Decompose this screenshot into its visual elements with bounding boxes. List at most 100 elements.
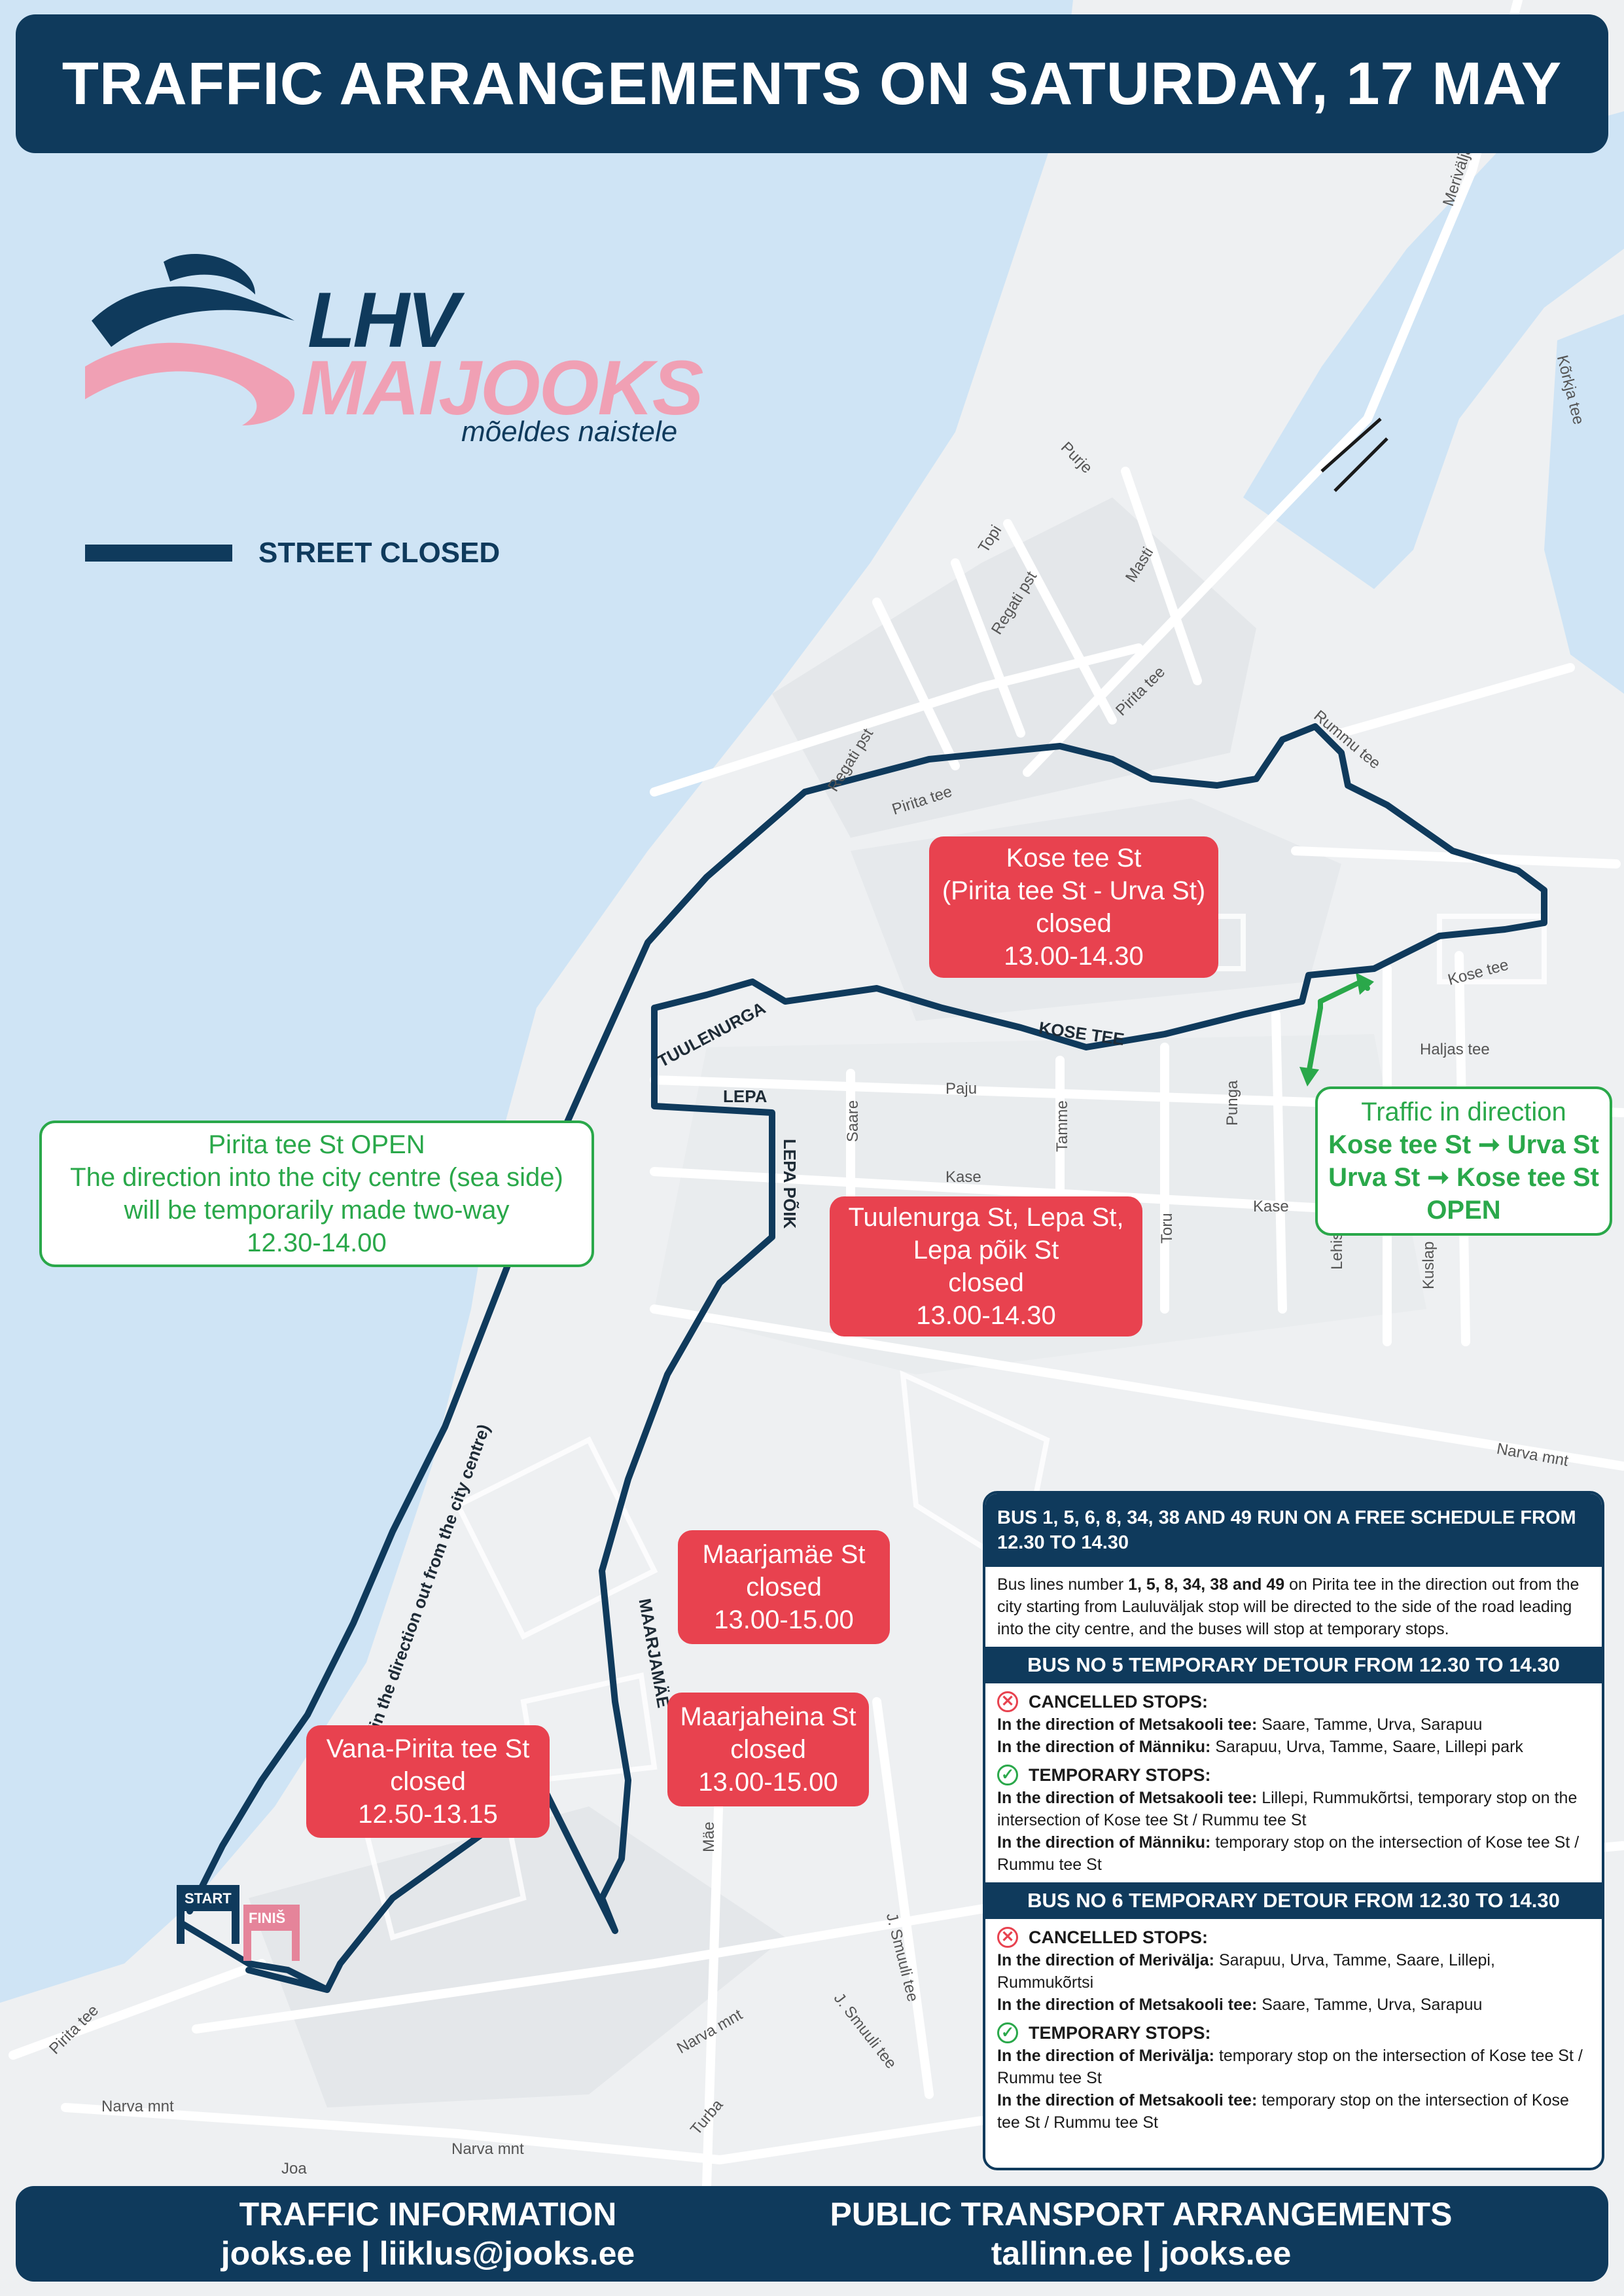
stop-row: In the direction of Metsakooli tee: Saar… [997, 1994, 1590, 2016]
footer-left-title: TRAFFIC INFORMATION [239, 2196, 617, 2233]
temporary-heading: ✓TEMPORARY STOPS: [997, 2021, 1590, 2045]
bus-info-panel: BUS 1, 5, 6, 8, 34, 38 AND 49 RUN ON A F… [983, 1491, 1604, 2170]
runner-swoosh-icon [85, 254, 295, 425]
stop-list: temporary stop on the intersection of Ko… [997, 2091, 1569, 2132]
street-label: LEPA [723, 1086, 768, 1106]
event-logo: LHV MAIJOOKS mõeldes naistele [85, 249, 703, 458]
closed-route-line [186, 723, 1547, 1993]
closure-line: 12.50-13.15 [358, 1800, 498, 1829]
stop-direction: In the direction of Metsakooli tee: [997, 1789, 1258, 1807]
stop-list: Sarapuu, Urva, Tamme, Saare, Lillepi, Ru… [997, 1951, 1495, 1992]
note-from: Urva St [1328, 1163, 1421, 1192]
closure-tuulenurga: Tuulenurga St, Lepa St, Lepa põik St clo… [830, 1196, 1142, 1336]
stop-row: In the direction of Metsakooli tee: Lill… [997, 1787, 1590, 1831]
closure-maarjaheina: Maarjaheina St closed 13.00-15.00 [667, 1693, 869, 1806]
route-tail [180, 1921, 329, 1993]
note-from: Kose tee St [1328, 1130, 1472, 1159]
note-line: Pirita tee St OPEN [208, 1130, 425, 1159]
closure-maarjamae: Maarjamäe St closed 13.00-15.00 [678, 1530, 890, 1644]
intro-lines: 1, 5, 8, 34, 38 and 49 [1128, 1575, 1285, 1594]
street-label: Haljas tee [1420, 1041, 1490, 1058]
street-label: Punga [1224, 1080, 1241, 1126]
stop-list: Saare, Tamme, Urva, Sarapuu [1257, 1715, 1483, 1734]
bus6-body: ✕ CANCELLED STOPS: In the direction of Me… [985, 1919, 1602, 2140]
stop-row: In the direction of Merivälja: temporary… [997, 2045, 1590, 2089]
closure-line: (Pirita tee St - Urva St) [942, 876, 1206, 905]
stop-row: In the direction of Männiku: Sarapuu, Ur… [997, 1736, 1590, 1758]
closure-vana-pirita: Vana-Pirita tee St closed 12.50-13.15 [306, 1725, 550, 1838]
intro-text: Bus lines number [997, 1575, 1129, 1594]
map-legend: STREET CLOSED [85, 537, 500, 569]
street-label: Narva mnt [451, 2140, 524, 2158]
pirita-open-note: Pirita tee St OPEN The direction into th… [39, 1121, 594, 1267]
start-label: START [185, 1890, 232, 1907]
note-to: Kose tee St [1456, 1163, 1599, 1192]
header-banner: TRAFFIC ARRANGEMENTS ON SATURDAY, 17 MAY [16, 14, 1608, 153]
legend-swatch [85, 545, 232, 562]
stop-direction: In the direction of Metsakooli tee: [997, 2091, 1258, 2109]
footer-right-title: PUBLIC TRANSPORT ARRANGEMENTS [830, 2196, 1453, 2233]
street-label: Kase [945, 1168, 981, 1186]
finish-gate [243, 1905, 300, 1931]
heading-text: TEMPORARY STOPS: [1029, 1765, 1211, 1785]
footer-banner: TRAFFIC INFORMATION jooks.ee | liiklus@j… [16, 2186, 1608, 2282]
river-area [1243, 111, 1624, 589]
panel-intro: Bus lines number 1, 5, 8, 34, 38 and 49 … [985, 1567, 1602, 1647]
stop-direction: In the direction of Männiku: [997, 1833, 1211, 1852]
stop-list: Lillepi, Rummukõrtsi, temporary stop on … [997, 1789, 1578, 1829]
street-label: Joa [281, 2160, 307, 2178]
logo-lhv-text: LHV [308, 276, 459, 364]
closure-line: closed [746, 1573, 822, 1602]
stop-list: temporary stop on the intersection of Ko… [997, 2047, 1583, 2087]
street-label: Kuslap [1420, 1241, 1438, 1289]
panel-header: BUS 1, 5, 6, 8, 34, 38 AND 49 RUN ON A F… [985, 1494, 1602, 1567]
footer-transport-info: PUBLIC TRANSPORT ARRANGEMENTS tallinn.ee… [735, 2186, 1547, 2282]
closure-line: Kose tee St [1006, 844, 1142, 872]
temporary-heading: ✓TEMPORARY STOPS: [997, 1763, 1590, 1787]
stop-row: In the direction of Metsakooli tee: temp… [997, 2089, 1590, 2134]
stop-list: Saare, Tamme, Urva, Sarapuu [1257, 1996, 1483, 2014]
start-gate [177, 1885, 239, 1911]
footer-left-contacts[interactable]: jooks.ee | liiklus@jooks.ee [221, 2235, 635, 2272]
closure-kose-tee: Kose tee St (Pirita tee St - Urva St) cl… [929, 836, 1218, 978]
kose-open-note: Traffic in direction Kose tee St ➞ Urva … [1315, 1086, 1612, 1236]
stop-list: temporary stop on the intersection of Ko… [997, 1833, 1580, 1874]
check-icon: ✓ [997, 2022, 1018, 2043]
bus5-body: ✕ CANCELLED STOPS: In the direction of Me… [985, 1683, 1602, 1882]
street-label: Narva mnt [101, 2098, 174, 2115]
arrow-right-icon: ➞ [1427, 1163, 1449, 1192]
stop-row: In the direction of Metsakooli tee: Saar… [997, 1713, 1590, 1736]
note-title: Traffic in direction [1361, 1098, 1566, 1126]
heading-text: CANCELLED STOPS: [1029, 1692, 1209, 1712]
closure-line: Maarjaheina St [680, 1702, 856, 1731]
cancel-icon: ✕ [997, 1927, 1018, 1948]
footer-right-contacts[interactable]: tallinn.ee | jooks.ee [991, 2235, 1292, 2272]
street-label: Saare [844, 1100, 862, 1142]
bus5-title: BUS NO 5 TEMPORARY DETOUR FROM 12.30 TO … [985, 1647, 1602, 1683]
closure-line: Lepa põik St [913, 1236, 1059, 1265]
note-row: Kose tee St ➞ Urva St [1328, 1128, 1599, 1161]
note-line: will be temporarily made two-way [124, 1196, 510, 1225]
closure-line: Tuulenurga St, Lepa St, [848, 1203, 1124, 1232]
street-label: Toru [1158, 1213, 1176, 1244]
closure-line: closed [1036, 909, 1112, 938]
footer-traffic-info: TRAFFIC INFORMATION jooks.ee | liiklus@j… [16, 2186, 840, 2282]
closure-line: closed [730, 1735, 806, 1764]
cancel-icon: ✕ [997, 1691, 1018, 1712]
closure-line: 13.00-15.00 [714, 1605, 854, 1634]
heading-text: CANCELLED STOPS: [1029, 1928, 1209, 1947]
street-label: Mäe [700, 1821, 718, 1852]
street-label: Paju [945, 1080, 978, 1098]
river-area-east [1544, 314, 1624, 694]
cancelled-heading: ✕ CANCELLED STOPS: [997, 1926, 1590, 1949]
closure-line: closed [390, 1767, 466, 1796]
stop-row: In the direction of Merivälja: Sarapuu, … [997, 1949, 1590, 1994]
closure-line: closed [948, 1268, 1024, 1297]
stop-direction: In the direction of Metsakooli tee: [997, 1715, 1258, 1734]
closure-line: 13.00-14.30 [916, 1301, 1056, 1330]
street-label: Tamme [1053, 1100, 1071, 1152]
intro-text: on Pirita tee in the direction out from … [997, 1575, 1580, 1638]
note-to: Urva St [1507, 1130, 1599, 1159]
note-status: OPEN [1426, 1196, 1501, 1225]
sea-area [0, 0, 1073, 2003]
